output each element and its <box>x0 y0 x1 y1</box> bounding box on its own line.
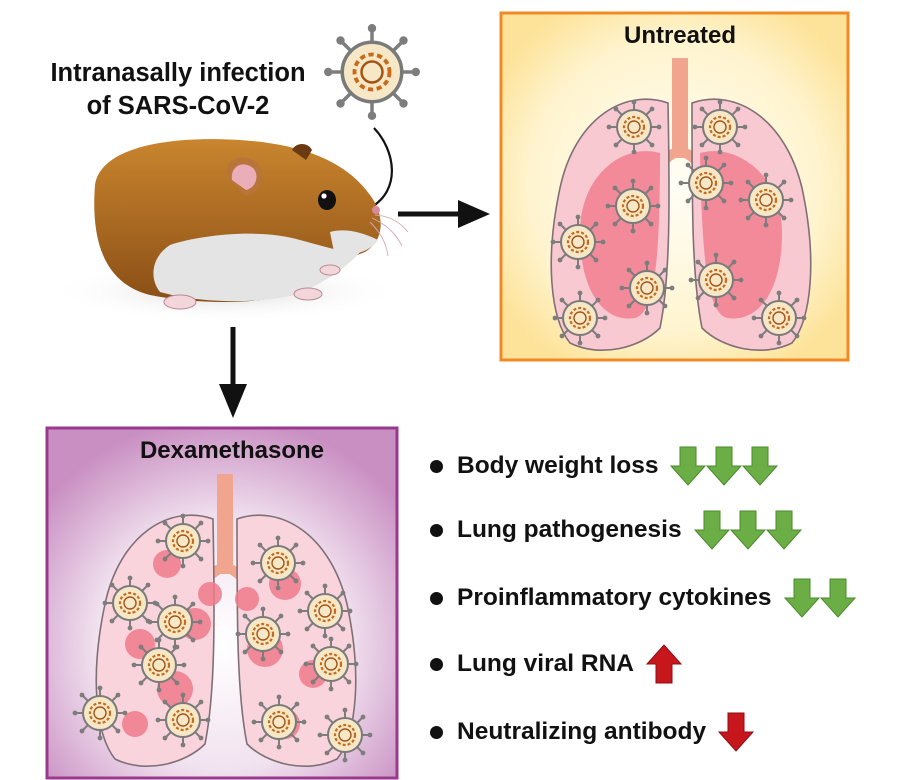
bullet <box>430 657 443 671</box>
trend-arrows <box>693 510 802 550</box>
virus-icon <box>250 693 308 751</box>
arrow-down-icon <box>819 578 856 618</box>
outcome-label: Lung viral RNA <box>457 650 634 677</box>
arrow-icon <box>458 200 490 228</box>
virus-icon <box>551 289 609 347</box>
virus-icon <box>71 684 129 742</box>
outcome-lung-viral-rna: Lung viral RNA <box>430 644 682 684</box>
virus-icon <box>677 154 735 212</box>
bullet <box>430 459 443 473</box>
virus-icon <box>737 171 795 229</box>
arrow-down-icon <box>783 578 820 618</box>
virus-icon <box>549 213 607 271</box>
arrow-down-icon <box>693 510 730 550</box>
virus-icon <box>322 22 422 122</box>
arrow-up-icon <box>645 644 682 684</box>
outcome-lung-pathogenesis: Lung pathogenesis <box>430 510 802 550</box>
arrow-down-icon <box>706 446 743 486</box>
virus-icon <box>234 605 292 663</box>
dexamethasone-panel: Dexamethasone <box>45 426 399 780</box>
outcome-proinflammatory-cytokines: Proinflammatory cytokines <box>430 578 856 618</box>
virus-icon <box>296 582 354 640</box>
arrow-down-icon <box>718 712 755 752</box>
inoculation-arrow <box>369 127 393 209</box>
virus-icon <box>154 691 212 749</box>
outcome-neutralizing-antibody: Neutralizing antibody <box>430 712 755 752</box>
bullet <box>430 591 443 605</box>
trend-arrows <box>645 644 682 684</box>
infection-label-line1: Intranasally infection <box>50 59 305 87</box>
arrow-to-dexamethasone <box>219 327 247 418</box>
outcome-label: Neutralizing antibody <box>457 718 707 745</box>
bullet <box>430 725 443 739</box>
arrow-down-icon <box>670 446 707 486</box>
infection-label-line2: of SARS-CoV-2 <box>87 92 270 120</box>
virus-icon <box>750 289 808 347</box>
arrow-down-icon <box>742 446 779 486</box>
dexamethasone-title: Dexamethasone <box>140 437 324 464</box>
virus-icon <box>249 534 307 592</box>
untreated-title: Untreated <box>624 22 736 49</box>
trend-arrows <box>670 446 779 486</box>
virus-icon <box>687 251 745 309</box>
hamster-icon <box>47 139 409 322</box>
virus-icon <box>605 98 663 156</box>
arrow-icon <box>219 384 247 418</box>
outcome-label: Body weight loss <box>457 452 659 479</box>
arrow-down-icon <box>729 510 766 550</box>
virus-icon <box>604 177 662 235</box>
arrow-to-untreated <box>398 200 490 228</box>
virus-icon <box>146 593 204 651</box>
outcome-label: Lung pathogenesis <box>457 516 682 543</box>
outcome-body-weight-loss: Body weight loss <box>430 446 779 486</box>
virus-icon <box>691 98 749 156</box>
virus-icon <box>130 636 188 694</box>
arrow-down-icon <box>765 510 802 550</box>
outcome-label: Proinflammatory cytokines <box>457 584 772 611</box>
untreated-panel: Untreated <box>499 11 850 362</box>
virus-icon <box>316 706 374 764</box>
trend-arrows <box>718 712 755 752</box>
virus-icon <box>618 259 676 317</box>
virus-icon <box>154 512 212 570</box>
virus-icon <box>302 635 360 693</box>
bullet <box>430 523 443 537</box>
trend-arrows <box>783 578 856 618</box>
